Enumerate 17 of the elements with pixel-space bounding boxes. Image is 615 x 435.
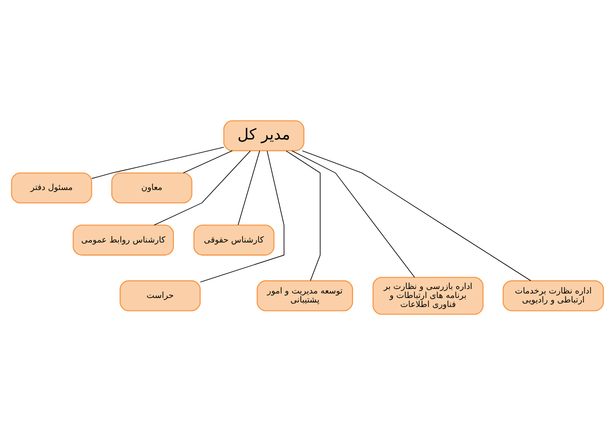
connector [154, 150, 251, 226]
node-box: کارشناس روابط عمومی [72, 224, 174, 256]
node-box: اداره بازرسی و نظارت بر برنامه های ارتباطات و فناوری اطلاعات [372, 276, 484, 315]
node-box: معاون [111, 172, 192, 204]
node-box: اداره نظارت برخدمات ارتباطی و رادیویی [502, 280, 604, 312]
node-box: کارشناس حقوقی [193, 224, 274, 256]
node-box: توسعه مدیریت و امور پشتیبانی [256, 280, 354, 312]
connector [302, 150, 532, 282]
connector [292, 150, 415, 278]
node-box: حراست [120, 280, 201, 312]
connector [182, 150, 233, 174]
connector [286, 150, 321, 281]
node-box: مدیر کل [223, 120, 304, 152]
connector [91, 146, 224, 179]
connector [238, 150, 260, 226]
node-box: مسئول دفتر [11, 172, 92, 204]
connector [200, 150, 284, 282]
